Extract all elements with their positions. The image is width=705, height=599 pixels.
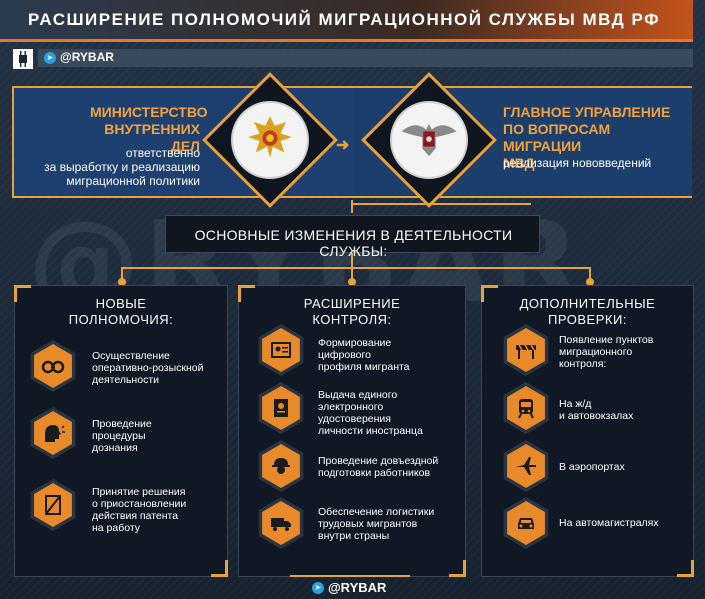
item-text: На автомагистралях [559,517,659,529]
barrier-icon [507,328,545,372]
item-text: Осуществление оперативно-розыскной деяте… [92,350,204,386]
footer-divider [290,575,410,577]
item-text: На ж/д и автовокзалах [559,398,634,422]
gumvd-description: реализация нововведений [503,156,652,170]
gumvd-name: ГЛАВНОЕ УПРАВЛЕНИЕ ПО ВОПРОСАМ МИГРАЦИИ … [503,104,671,171]
arrow-right-icon: ➜ [336,137,350,154]
mvd-description: ответственно за выработку и реализацию м… [44,146,200,188]
panel-title: РАСШИРЕНИЕ КОНТРОЛЯ: [303,296,401,327]
organizations-band [12,86,692,198]
connector-dot [586,278,594,286]
footer-brand-label: @RYBAR [328,580,387,595]
item-text: Проведение процедуры дознания [92,418,152,454]
airplane-icon [507,444,545,488]
panel-title: ДОПОЛНИТЕЛЬНЫЕ ПРОВЕРКИ: [519,296,656,327]
mvd-emblem-icon [231,101,309,179]
item-text: Формирование цифрового профиля мигранта [318,337,410,373]
telegram-icon: ➤ [312,582,324,594]
id-card-icon [262,328,300,372]
speaking-head-icon [34,411,72,455]
qr-code-icon [13,49,33,69]
item-text: Выдача единого электронного удостоверени… [318,389,423,437]
mvd-name: МИНИСТЕРСТВО ВНУТРЕННИХ ДЕЛ [90,104,208,154]
item-text: Принятие решения о приостановлении дейст… [92,486,187,534]
page-title: РАСШИРЕНИЕ ПОЛНОМОЧИЙ МИГРАЦИОННОЙ СЛУЖБ… [28,10,661,29]
header-bar: РАСШИРЕНИЕ ПОЛНОМОЧИЙ МИГРАЦИОННОЙ СЛУЖБ… [0,0,693,42]
gumvd-emblem-icon [390,101,468,179]
changes-title: ОСНОВНЫЕ ИЗМЕНЕНИЯ В ДЕЯТЕЛЬНОСТИ СЛУЖБЫ… [194,227,513,259]
item-text: В аэропортах [559,461,625,473]
connector-line [121,267,591,269]
worker-helmet-icon [262,444,300,488]
connector-line [351,200,353,213]
item-text: Проведение довъездной подготовки работни… [318,455,439,479]
handcuffs-icon [34,344,72,388]
passport-icon [262,386,300,430]
brand-bar: ➤ @RYBAR [38,49,693,67]
changes-box: ОСНОВНЫЕ ИЗМЕНЕНИЯ В ДЕЯТЕЛЬНОСТИ СЛУЖБЫ… [165,215,540,259]
connector-line [351,267,353,281]
connector-line [351,203,531,205]
item-text: Появление пунктов миграционного контроля… [559,334,654,370]
connector-dot [118,278,126,286]
brand-label: @RYBAR [60,50,114,64]
item-text: Обеспечение логистики трудовых мигрантов… [318,506,435,542]
connector-dot [348,278,356,286]
telegram-icon: ➤ [44,52,56,64]
connector-line [589,267,591,281]
train-icon [507,386,545,430]
footer-brand: ➤ @RYBAR [310,577,390,599]
connector-line [351,253,353,268]
connector-line [121,267,123,281]
panel-title: НОВЫЕ ПОЛНОМОЧИЯ: [68,296,174,327]
